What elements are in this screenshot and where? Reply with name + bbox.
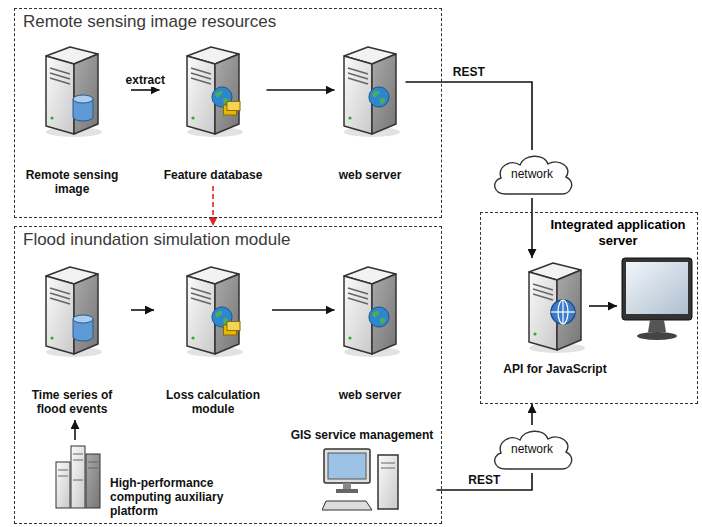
node-label: Time series of flood events bbox=[17, 388, 127, 416]
folder-icon bbox=[224, 322, 241, 336]
workstation-node: GIS service management bbox=[288, 425, 437, 515]
connector-label: extract bbox=[124, 73, 167, 87]
node-label: web server bbox=[339, 388, 402, 402]
srv-icon bbox=[46, 47, 102, 137]
group-title: Remote sensing image resources bbox=[15, 9, 441, 32]
node-label: Feature database bbox=[164, 168, 263, 182]
rack-icon bbox=[56, 446, 100, 508]
globe-icon bbox=[369, 307, 389, 327]
connector-label: REST bbox=[451, 65, 487, 79]
globe-icon bbox=[369, 87, 389, 107]
monitor-icon bbox=[622, 258, 692, 340]
connector bbox=[212, 186, 214, 226]
connector-label: REST bbox=[466, 473, 502, 487]
group-frame: Flood inundation simulation moduleTime s… bbox=[14, 226, 442, 524]
db-icon bbox=[73, 95, 93, 121]
group-title: Integrated application server bbox=[539, 213, 697, 249]
server-node: web server bbox=[335, 262, 406, 406]
server-node: Remote sensing image bbox=[13, 42, 131, 200]
srv-icon bbox=[46, 267, 102, 357]
srv-icon bbox=[344, 267, 400, 357]
connector bbox=[531, 198, 533, 258]
computing-cluster: High-performance computing auxiliary pla… bbox=[54, 440, 266, 512]
group-frame: Remote sensing image resourcesRemote sen… bbox=[14, 8, 442, 218]
server-node: Time series of flood events bbox=[13, 262, 131, 420]
srv-icon bbox=[529, 263, 585, 353]
node-label: network bbox=[511, 167, 553, 181]
pc-icon bbox=[322, 449, 398, 510]
node-label: GIS service management bbox=[291, 428, 434, 442]
connector bbox=[131, 89, 160, 91]
node-label: Remote sensing image bbox=[17, 168, 127, 196]
server-node: web server bbox=[335, 42, 406, 186]
server-node: Feature database bbox=[160, 42, 267, 186]
node-label: API for JavaScript bbox=[503, 362, 606, 376]
db-icon bbox=[73, 315, 93, 341]
connector bbox=[131, 309, 154, 311]
network-cloud: network bbox=[488, 150, 576, 198]
network-cloud: network bbox=[488, 425, 576, 473]
srv-icon bbox=[187, 267, 243, 357]
group-frame: Integrated application serverAPI for Jav… bbox=[480, 212, 698, 404]
connector bbox=[437, 473, 533, 490]
folder-icon bbox=[224, 102, 241, 116]
connector bbox=[74, 420, 76, 440]
group-title: Flood inundation simulation module bbox=[15, 227, 441, 250]
apiglobe-icon bbox=[551, 300, 575, 324]
node-label: High-performance computing auxiliary pla… bbox=[110, 476, 260, 518]
server-node: Loss calculation module bbox=[154, 262, 272, 420]
node-label: network bbox=[511, 442, 553, 456]
display-arrow bbox=[589, 305, 617, 307]
node-label: Loss calculation module bbox=[158, 388, 268, 416]
connector bbox=[272, 309, 335, 311]
connector bbox=[531, 404, 533, 425]
srv-icon bbox=[187, 47, 243, 137]
connector bbox=[406, 82, 533, 150]
srv-icon bbox=[344, 47, 400, 137]
node-label: web server bbox=[339, 168, 402, 182]
server-node: API for JavaScript bbox=[499, 258, 611, 380]
connector bbox=[267, 89, 335, 91]
